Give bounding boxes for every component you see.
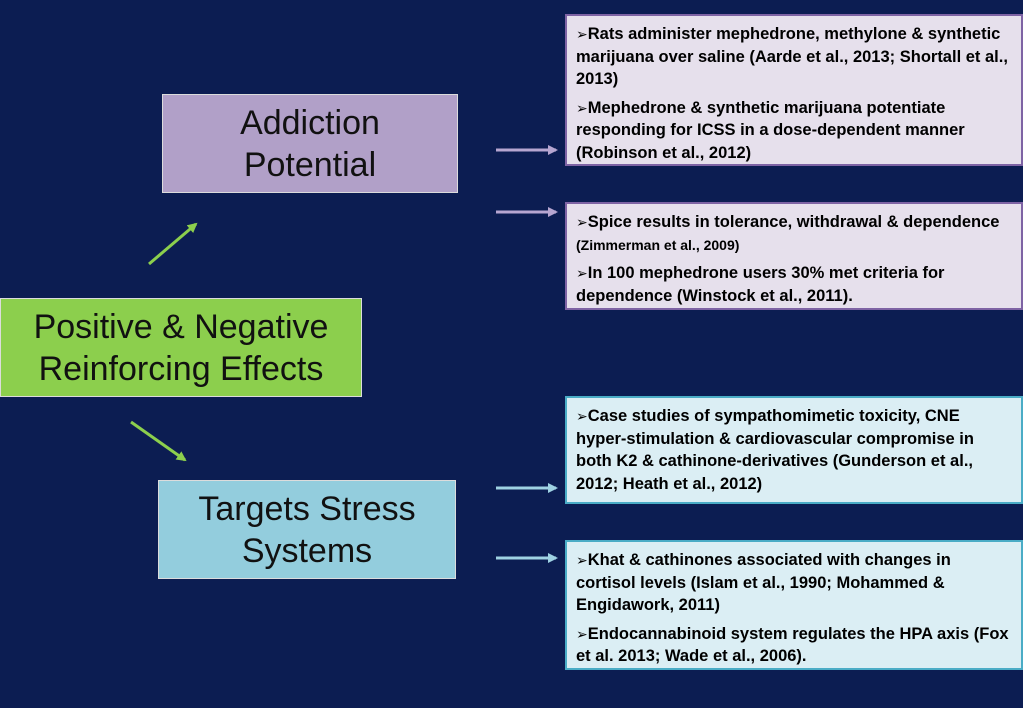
evidence-box-toxicity: ➢Case studies of sympathomimetic toxicit… [565, 396, 1023, 504]
evidence-box-hpa-axis: ➢Khat & cathinones associated with chang… [565, 540, 1023, 670]
evidence-item: ➢Rats administer mephedrone, methylone &… [576, 23, 1013, 91]
evidence-item: ➢In 100 mephedrone users 30% met criteri… [576, 262, 1013, 307]
reinforcing-effects-box: Positive & Negative Reinforcing Effects [0, 298, 362, 397]
evidence-text: In 100 mephedrone users 30% met criteria… [576, 264, 945, 305]
evidence-text: Mephedrone & synthetic marijuana potenti… [576, 98, 965, 162]
evidence-box-dependence: ➢Spice results in tolerance, withdrawal … [565, 202, 1023, 310]
stress-line-1: Targets Stress [198, 489, 416, 528]
arrow-bullet-icon: ➢ [576, 99, 588, 116]
evidence-text: Endocannabinoid system regulates the HPA… [576, 624, 1009, 666]
arrow-bullet-icon: ➢ [576, 26, 588, 42]
evidence-text: Rats administer mephedrone, methylone & … [576, 25, 1008, 88]
addiction-potential-box: Addiction Potential [162, 94, 458, 193]
addiction-line-2: Potential [243, 145, 377, 184]
arrow-bullet-icon: ➢ [576, 408, 588, 424]
evidence-text: Khat & cathinones associated with change… [576, 551, 951, 614]
evidence-item: ➢Case studies of sympathomimetic toxicit… [576, 405, 1013, 495]
arrow-to-addiction [148, 222, 198, 266]
evidence-item: ➢Spice results in tolerance, withdrawal … [576, 211, 1013, 256]
arrow-bullet-icon: ➢ [576, 265, 588, 281]
arrow-bullet-icon: ➢ [576, 625, 588, 642]
evidence-box-self-administration: ➢Rats administer mephedrone, methylone &… [565, 14, 1023, 166]
evidence-citation: (Zimmerman et al., 2009) [576, 236, 740, 253]
arrow-to-stress [130, 420, 187, 462]
reinforcing-line-2: Reinforcing Effects [38, 349, 324, 388]
stress-line-2: Systems [241, 531, 373, 570]
addiction-line-1: Addiction [240, 103, 380, 142]
evidence-text: Spice results in tolerance, withdrawal &… [587, 213, 1000, 231]
arrow-bullet-icon: ➢ [576, 552, 588, 568]
reinforcing-line-1: Positive & Negative [33, 307, 329, 346]
stress-systems-box: Targets Stress Systems [158, 480, 456, 579]
evidence-text: Case studies of sympathomimetic toxicity… [576, 407, 974, 493]
evidence-item: ➢Endocannabinoid system regulates the HP… [576, 623, 1013, 668]
evidence-item: ➢Mephedrone & synthetic marijuana potent… [576, 97, 1013, 165]
arrow-bullet-icon: ➢ [576, 214, 588, 230]
evidence-item: ➢Khat & cathinones associated with chang… [576, 549, 1013, 617]
